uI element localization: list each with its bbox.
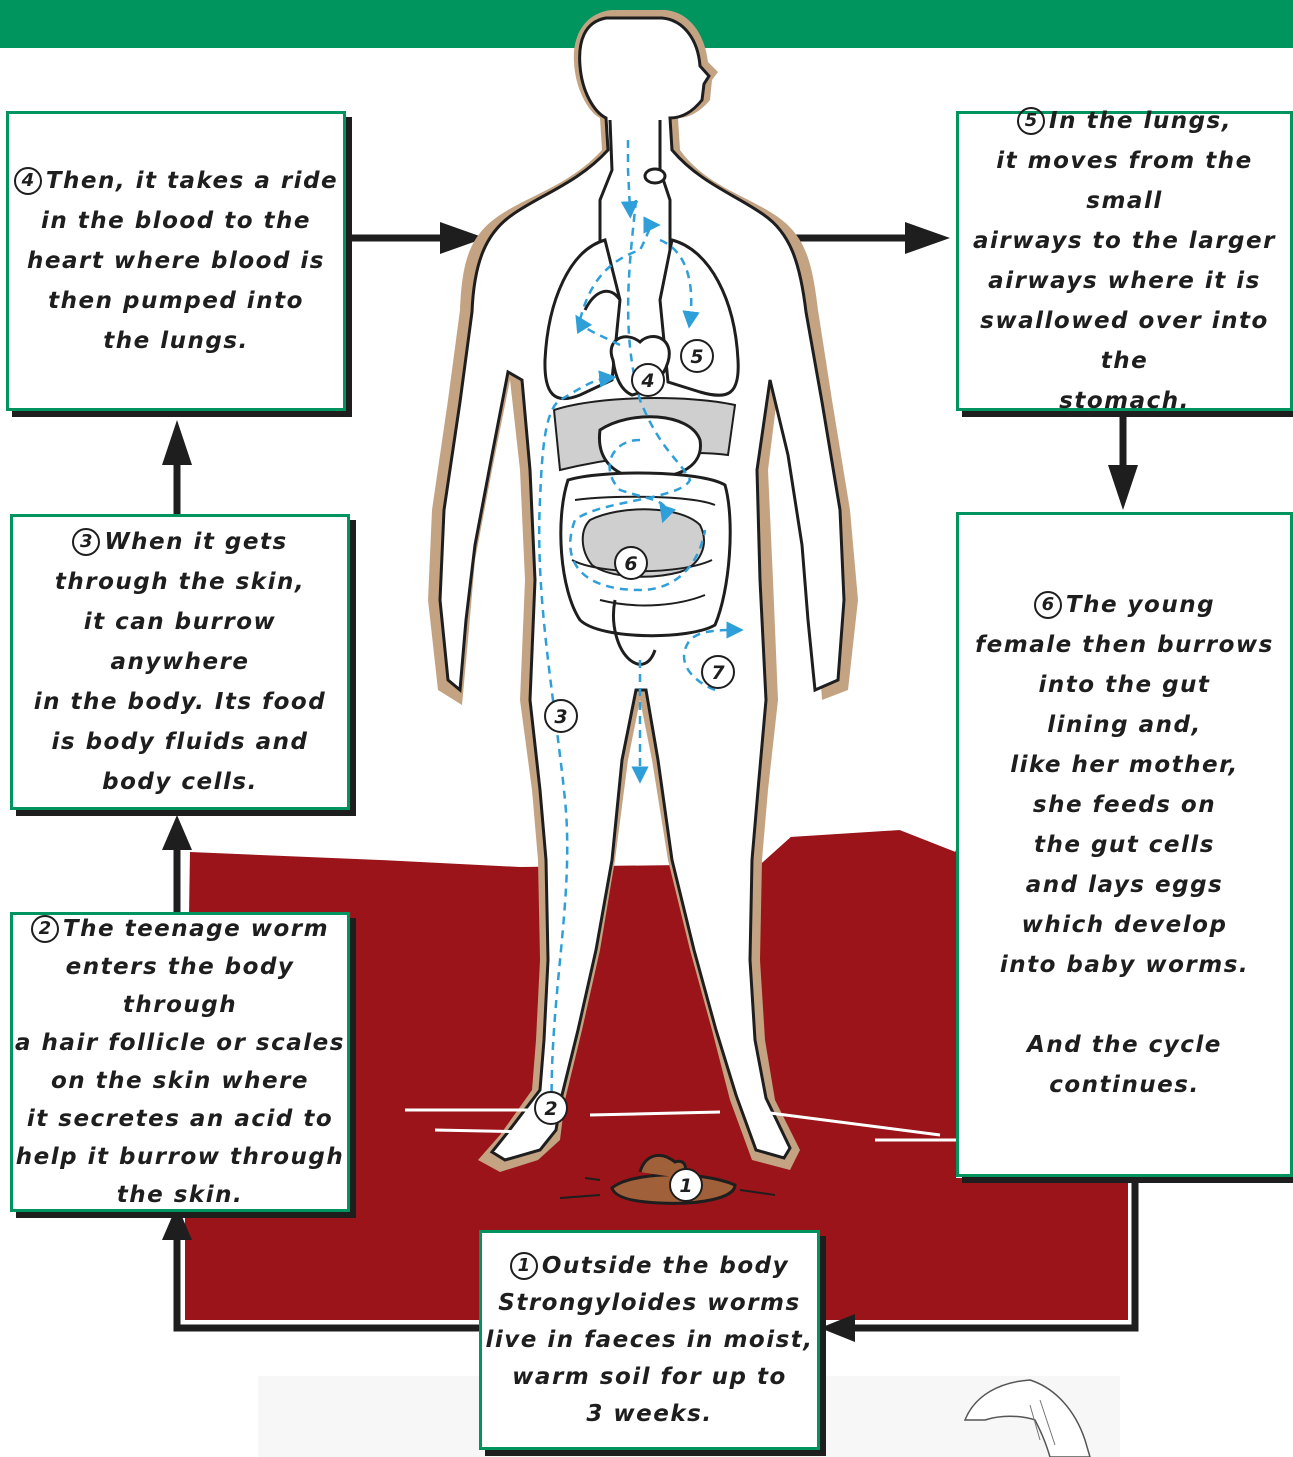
step-4-description: Then, it takes a ride in the blood to th… bbox=[27, 168, 338, 354]
svg-text:1: 1 bbox=[679, 1175, 692, 1197]
step-5-number: 5 bbox=[1017, 107, 1045, 135]
svg-text:2: 2 bbox=[544, 1098, 557, 1120]
marker-4: 4 bbox=[632, 364, 664, 396]
svg-text:5: 5 bbox=[690, 346, 703, 368]
marker-5: 5 bbox=[681, 340, 713, 372]
step-3-description: When it gets through the skin, it can bu… bbox=[34, 529, 326, 795]
svg-text:7: 7 bbox=[711, 662, 725, 684]
marker-1: 1 bbox=[670, 1169, 702, 1201]
svg-text:3: 3 bbox=[554, 706, 567, 728]
step-5-description: In the lungs, it moves from the small ai… bbox=[973, 108, 1276, 414]
marker-7: 7 bbox=[702, 656, 734, 688]
marker-2: 2 bbox=[535, 1092, 567, 1124]
step-2-number: 2 bbox=[31, 915, 59, 943]
step-6-number: 6 bbox=[1034, 591, 1062, 619]
arrow-box4-to-heart bbox=[352, 222, 485, 254]
svg-text:6: 6 bbox=[624, 553, 637, 575]
step-1-number: 1 bbox=[510, 1252, 538, 1280]
arrow-box5-to-box6 bbox=[1108, 417, 1138, 510]
svg-text:4: 4 bbox=[640, 370, 654, 392]
step-4-number: 4 bbox=[14, 167, 42, 195]
step-6-description: The young female then burrows into the g… bbox=[975, 592, 1274, 1098]
step-1-description: Outside the body Strongyloides worms liv… bbox=[485, 1253, 813, 1427]
stomach bbox=[599, 417, 700, 479]
marker-6: 6 bbox=[615, 547, 647, 579]
step-3-number: 3 bbox=[72, 528, 100, 556]
marker-3: 3 bbox=[545, 700, 577, 732]
step-2-description: The teenage worm enters the body through… bbox=[15, 916, 345, 1208]
